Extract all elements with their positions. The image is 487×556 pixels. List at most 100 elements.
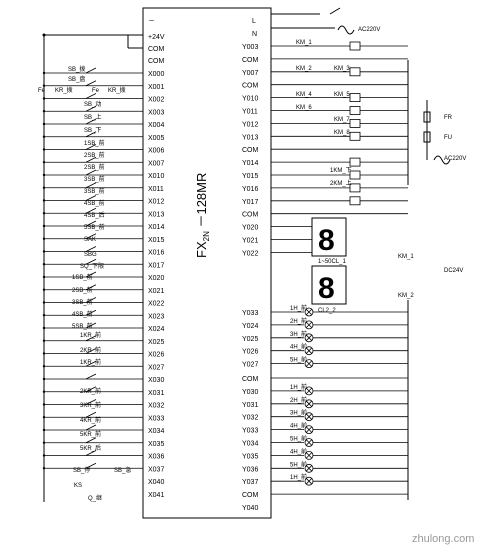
fr-label: 5KR_前	[80, 430, 101, 438]
no-contact	[85, 399, 97, 405]
terminal-y007: Y007	[242, 70, 258, 77]
svg-text:KM_2: KM_2	[398, 293, 414, 299]
svg-text:2KM_上: 2KM_上	[330, 179, 352, 187]
terminal-y030: Y030	[242, 389, 258, 396]
terminal-y035: Y035	[242, 453, 258, 460]
terminal-x012: X012	[148, 199, 164, 206]
terminal-x010: X010	[148, 173, 164, 180]
terminal-y010: Y010	[242, 96, 258, 103]
no-contact	[85, 233, 97, 240]
stop-button-label: SB_停	[73, 466, 90, 474]
terminal-com: COM	[242, 376, 259, 383]
seven-segment-display-2: 8 CL2_2	[311, 265, 347, 314]
input-label: 1SB_前	[84, 139, 105, 147]
lamp-label: 5H_前	[290, 356, 307, 364]
no-contact	[85, 246, 97, 252]
svg-text:8: 8	[318, 224, 335, 257]
contactor-coil	[349, 41, 361, 51]
no-contact	[85, 220, 97, 227]
svg-text:FR: FR	[444, 115, 453, 121]
svg-text:KM_1: KM_1	[398, 254, 414, 260]
lamp-label: 4H_前	[290, 343, 307, 351]
terminal-y012: Y012	[242, 121, 258, 128]
terminal-y014: Y014	[242, 160, 258, 167]
input-label: 4SB_后	[84, 211, 105, 219]
input-label: SB_盘	[68, 75, 85, 83]
terminal-x003: X003	[148, 109, 164, 116]
terminal-x020: X020	[148, 275, 164, 282]
fr-label: 1KR_前	[80, 331, 101, 339]
plc-body	[142, 7, 272, 519]
terminal-+24v: +24V	[148, 34, 165, 41]
no-contact	[85, 258, 97, 265]
terminal-x000: X000	[148, 71, 164, 78]
input-contact-labels: SB_拨 SB_盘 SB_动 SB_上 SB_下 1SB_前 2SB_前 2SB…	[68, 65, 105, 330]
terminal-x005: X005	[148, 135, 164, 142]
junction-dot	[42, 237, 46, 240]
no-contact	[85, 297, 97, 303]
svg-text:DC24V: DC24V	[444, 268, 463, 274]
junction-dot	[42, 314, 46, 317]
svg-text:KM_4: KM_4	[296, 92, 312, 98]
terminal-l: L	[252, 18, 256, 25]
svg-text:1~50CL_1: 1~50CL_1	[318, 259, 347, 265]
junction-dot	[42, 186, 46, 189]
contactor-coil	[349, 119, 361, 128]
left-terminals: －+24VCOMCOMX000X001X002X003X004X005X006X…	[148, 18, 165, 499]
junction-dot	[42, 454, 46, 457]
svg-text:1KM_下: 1KM_下	[330, 167, 352, 174]
junction-dot	[42, 263, 46, 266]
junction-dot	[42, 148, 46, 151]
fr-label: KR_拨	[55, 86, 73, 94]
junction-dot	[42, 441, 46, 444]
terminal-y032: Y032	[242, 415, 258, 422]
contactor-coil	[349, 157, 361, 167]
svg-text:KM_6: KM_6	[296, 105, 312, 111]
terminal-x013: X013	[148, 211, 164, 218]
terminal-－: －	[148, 18, 155, 25]
fr-label: 4KR_前	[80, 416, 101, 424]
contactor-coil	[349, 67, 361, 77]
junction-dot	[42, 224, 46, 228]
terminal-x022: X022	[148, 301, 164, 308]
junction-dot	[42, 339, 46, 342]
terminal-x017: X017	[148, 262, 164, 269]
fr-label: 1KR_前	[80, 358, 101, 366]
terminal-com: COM	[242, 57, 259, 64]
terminal-y027: Y027	[242, 362, 258, 369]
terminal-y040: Y040	[242, 505, 258, 512]
svg-text:KM_7: KM_7	[334, 117, 350, 123]
svg-text:KM_2: KM_2	[296, 66, 312, 72]
terminal-y037: Y037	[242, 479, 258, 486]
terminal-y016: Y016	[242, 186, 258, 193]
terminal-x024: X024	[148, 326, 164, 333]
lamp-label: 1H_前	[290, 304, 307, 312]
input-label: SAK	[84, 237, 96, 243]
svg-text:KM_3: KM_3	[334, 66, 350, 72]
terminal-x032: X032	[148, 403, 164, 410]
dc-supply: DC24V KM_1 KM_2	[398, 254, 463, 299]
lamp-label: 4H_前	[290, 422, 307, 430]
input-label: 3SB_前	[84, 187, 105, 195]
terminal-y034: Y034	[242, 441, 258, 448]
input-label: 3SB_前	[84, 175, 105, 183]
terminal-x004: X004	[148, 122, 164, 129]
junction-dot	[42, 212, 46, 215]
junction-dot	[42, 84, 46, 87]
terminal-x007: X007	[148, 160, 164, 167]
fr-label: 3KR_前	[80, 401, 101, 409]
terminal-x014: X014	[148, 224, 164, 231]
svg-text:KM_5: KM_5	[334, 92, 350, 98]
terminal-y036: Y036	[242, 466, 258, 473]
junction-dot	[42, 301, 46, 304]
input-label: SB_下	[84, 127, 101, 134]
junction-dot	[42, 467, 46, 470]
overload-contact-labels: Fe KR_拨 Fe KR_拨 1KR_前 2KR_前 1KR_前 2KR_前 …	[38, 86, 126, 452]
ks-label: KS	[74, 483, 82, 489]
terminal-y025: Y025	[242, 336, 258, 343]
input-label: 3SB_前	[72, 298, 93, 306]
no-contact	[85, 195, 97, 201]
watermark: zhulong.com	[412, 533, 474, 545]
terminal-x036: X036	[148, 454, 164, 461]
no-contact	[85, 131, 97, 138]
